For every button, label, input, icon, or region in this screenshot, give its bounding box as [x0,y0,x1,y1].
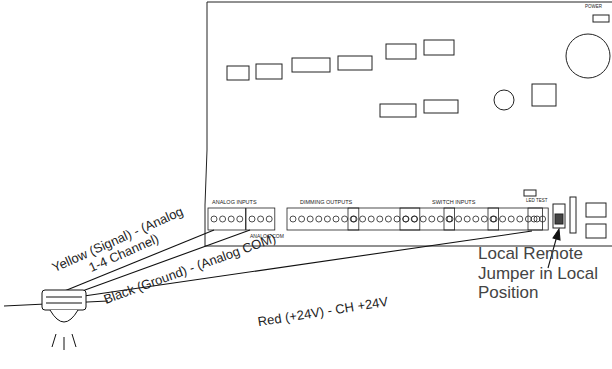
terminal-screw [351,216,357,222]
terminal-screw [508,216,514,222]
terminal-screw [429,216,435,222]
component-label: POWER [585,4,609,9]
terminal-screw [299,216,305,222]
terminal-block [208,208,245,230]
terminal-screw [385,216,391,222]
terminal-screw [350,216,356,222]
terminal-screw [456,216,462,222]
terminal-screw [500,216,506,222]
terminal-screw [411,216,417,222]
component [424,40,454,55]
wire-label: Red (+24V) - CH +24V [238,292,408,333]
terminal-screw [481,216,487,222]
jumper [555,214,563,224]
component [424,100,458,113]
terminal-screw [342,216,348,222]
component [593,15,609,22]
terminal-screw [266,216,272,222]
terminal-screw [249,216,255,222]
terminal-screw [491,216,497,222]
terminal-screw [525,216,531,222]
terminal-screw [437,216,443,222]
terminal-screw [333,216,339,222]
component-label: LED TEST [526,198,556,203]
terminal-block [400,208,455,230]
board-outline [205,2,612,246]
slot [570,197,576,233]
terminal-screw [228,216,234,222]
terminal-screw [540,216,546,222]
terminal-screw [290,216,296,222]
component [292,58,330,72]
terminal-screw [394,216,400,222]
terminal-screw [324,216,330,222]
terminal-screw [517,216,523,222]
component [386,44,416,59]
terminal-screw [368,216,374,222]
terminal-screw [220,216,226,222]
terminal-screw [403,216,409,222]
component [532,84,556,106]
section-label: ANALOG INPUTS [212,199,272,205]
terminal-block [246,208,275,230]
component [566,34,610,78]
section-label: DIMMING OUTPUTS [300,199,370,205]
terminal-screw [412,216,418,222]
component [256,64,282,79]
terminal-screw [420,216,426,222]
jumper-callout: Local Remote Jumper in Local Position [478,244,600,303]
connector [586,203,606,217]
terminal-screw [490,216,496,222]
terminal-block [444,208,499,230]
terminal-screw [237,216,243,222]
terminal-block [528,208,548,230]
terminal-block [348,208,420,230]
terminal-screw [211,216,217,222]
connector [586,224,606,238]
component [494,90,514,110]
component [524,190,536,196]
sensor-lamp [4,290,108,350]
terminal-block [488,208,543,230]
arrowhead [553,229,560,240]
section-label: SWITCH INPUTS [432,199,492,205]
terminal-screw [377,216,383,222]
terminal-screw [473,216,479,222]
terminal-screw [258,216,264,222]
terminal-screw [307,216,313,222]
terminal-screw [447,216,453,222]
terminal-screw [316,216,322,222]
terminal-screw [446,216,452,222]
terminal-screw [403,216,409,222]
component [338,56,372,70]
component [380,104,416,117]
terminal-screw [531,216,537,222]
pin-label: ANALOG COM [250,234,300,240]
terminal-screw [360,216,366,222]
jumper-block [553,204,565,228]
component [227,66,249,80]
terminal-screw [464,216,470,222]
